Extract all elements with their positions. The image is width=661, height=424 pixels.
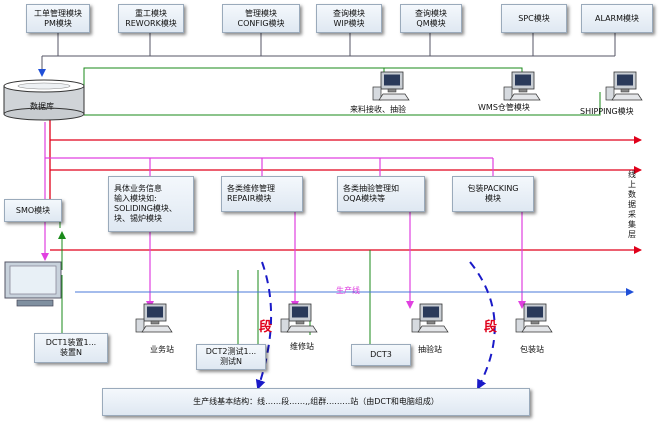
computer-icon-inspect (411, 303, 449, 333)
data-collection-layer-text: 线上数据采集层 (628, 170, 636, 239)
business-module-line2: 输入模块如: (114, 194, 157, 203)
pm-module-box[interactable]: 工单管理模块 PM模块 (26, 4, 90, 33)
alarm-module-box[interactable]: ALARM模块 (581, 4, 653, 33)
wms-station-label: WMS仓管模块 (478, 103, 530, 112)
dct3-label: DCT3 (370, 350, 392, 359)
dct1-box[interactable]: DCT1装置1... 装置N (34, 333, 108, 363)
business-module-line1: 具体业务信息 (114, 184, 162, 193)
segment-label-left: 段 (259, 320, 273, 335)
config-module-box[interactable]: 管理模块 CONFIG模块 (222, 4, 300, 33)
computer-icon-wms (503, 71, 541, 101)
top-module-bus (42, 33, 616, 57)
computer-icon-packing (515, 303, 553, 333)
dct3-box[interactable]: DCT3 (351, 344, 411, 366)
repair-station-label: 维修站 (290, 342, 314, 351)
segment-boundary-right (469, 261, 496, 390)
dct2-line2: 测试N (220, 357, 242, 366)
inspection-module-line2: OQA模块等 (343, 194, 386, 203)
pm-module-line2: PM模块 (44, 18, 72, 28)
rework-module-box[interactable]: 重工模块 REWORK模块 (118, 4, 184, 33)
inspect-station-label: 抽验站 (418, 345, 442, 354)
bottom-caption-text: 生产线基本结构：线……段……,,组群………站（由DCT和电脑组成） (193, 397, 439, 406)
repair-module-line2: REPAIR模块 (227, 194, 272, 203)
dct1-line2: 装置N (60, 348, 82, 357)
segment-boundary-left (255, 261, 273, 390)
production-line-label: 生产线 (336, 286, 360, 295)
computer-icon-repair (280, 303, 318, 333)
data-collection-layer-label: 线上数据采集层 (627, 170, 637, 240)
segment-label-right: 段 (484, 320, 498, 335)
spc-module-label: SPC模块 (518, 13, 550, 23)
green-lower-connections (59, 222, 371, 344)
rework-module-line1: 重工模块 (135, 8, 167, 18)
bottom-caption-box: 生产线基本结构：线……段……,,组群………站（由DCT和电脑组成） (102, 388, 530, 416)
config-module-line2: CONFIG模块 (237, 18, 285, 28)
inspection-module-line1: 各类抽验管理如 (343, 184, 399, 193)
smo-module-label: SMO模块 (15, 205, 51, 215)
alarm-module-label: ALARM模块 (594, 13, 640, 23)
dct2-line1: DCT2测试1... (205, 347, 257, 356)
qm-module-line2: QM模块 (416, 18, 446, 28)
packing-module-box[interactable]: 包装PACKING 模块 (452, 176, 534, 212)
rework-module-line2: REWORK模块 (125, 18, 177, 28)
qm-module-box[interactable]: 查询模块 QM模块 (400, 4, 462, 33)
config-module-line1: 管理模块 (245, 8, 277, 18)
business-module-line3: SOLIDING模块、 (114, 204, 177, 213)
wip-module-line1: 查询模块 (333, 8, 365, 18)
material-station-label: 来料接收、抽验 (350, 105, 406, 114)
database-cylinder (3, 79, 85, 121)
computer-icon-shipping (605, 71, 643, 101)
database-label: 数据库 (30, 102, 54, 111)
repair-module-box[interactable]: 各类维修管理 REPAIR模块 (221, 176, 303, 212)
packing-module-line1: 包装PACKING (467, 184, 519, 193)
wip-module-line2: WIP模块 (333, 18, 365, 28)
smo-monitor-icon (4, 261, 62, 307)
business-input-module-box[interactable]: 具体业务信息 输入模块如: SOLIDING模块、 块、锡炉模块 (108, 176, 194, 232)
packing-module-line2: 模块 (485, 194, 501, 203)
dct1-line1: DCT1装置1... (45, 338, 97, 347)
shipping-station-label: SHIPPING模块 (580, 107, 634, 116)
spc-module-box[interactable]: SPC模块 (501, 4, 567, 33)
qm-module-line1: 查询模块 (415, 8, 447, 18)
computer-icon-material (372, 71, 410, 101)
computer-icon-business (135, 303, 173, 333)
packing-station-label: 包装站 (520, 345, 544, 354)
smo-module-box[interactable]: SMO模块 (4, 199, 62, 222)
repair-module-line1: 各类维修管理 (227, 184, 275, 193)
inspection-module-box[interactable]: 各类抽验管理如 OQA模块等 (337, 176, 425, 212)
dct2-box[interactable]: DCT2测试1... 测试N (196, 344, 266, 370)
wip-module-box[interactable]: 查询模块 WIP模块 (316, 4, 382, 33)
business-module-line4: 块、锡炉模块 (114, 214, 162, 223)
magenta-connections (44, 122, 494, 199)
business-station-label: 业务站 (150, 345, 174, 354)
pm-module-line1: 工单管理模块 (34, 8, 82, 18)
